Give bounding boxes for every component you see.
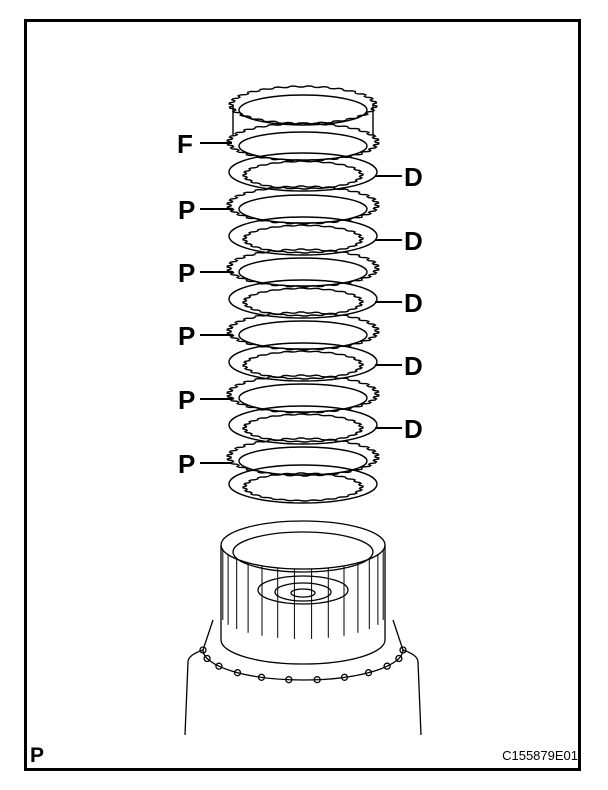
separator-plate: [228, 464, 378, 504]
friction-disc: [226, 122, 380, 162]
label-disc-2: D: [404, 226, 423, 256]
friction-disc: [226, 437, 380, 477]
label-plate-3: P: [178, 321, 196, 351]
friction-disc: [226, 248, 380, 288]
label-disc-4: D: [404, 351, 423, 381]
label-disc-1: D: [404, 162, 423, 192]
label-plate-2: P: [178, 258, 196, 288]
figure-code: C155879E01: [502, 748, 578, 763]
clutch-drum: [184, 520, 422, 736]
label-plate-1: P: [178, 195, 196, 225]
label-disc-3: D: [404, 288, 423, 318]
friction-disc: [226, 374, 380, 414]
friction-disc: [226, 185, 380, 225]
friction-disc: [226, 311, 380, 351]
figure-frame: [24, 19, 581, 771]
view-label: P: [30, 744, 45, 767]
label-plate-5: P: [178, 449, 196, 479]
label-disc-5: D: [404, 414, 423, 444]
label-flange: F: [177, 129, 193, 159]
label-plate-4: P: [178, 385, 196, 415]
